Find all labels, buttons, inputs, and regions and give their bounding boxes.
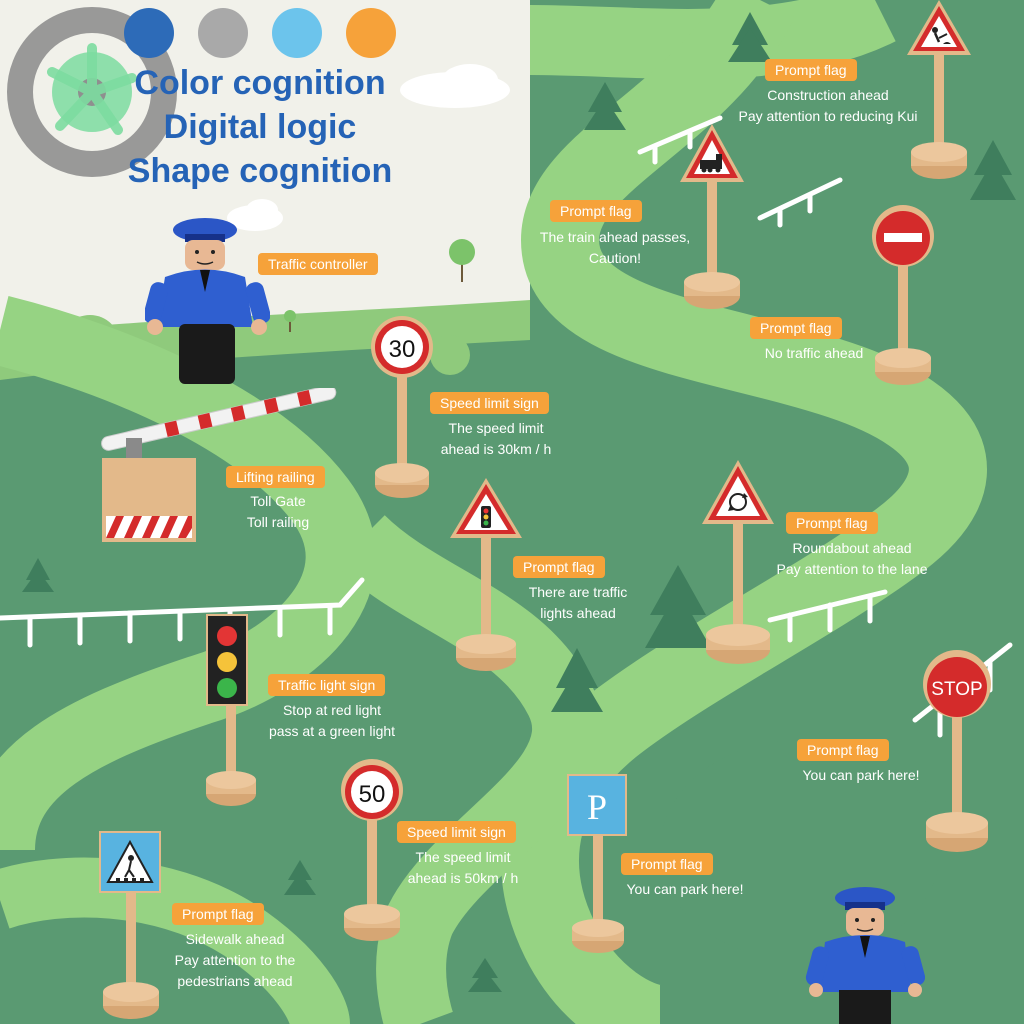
label-traffic-lights-flag: Prompt flag (513, 556, 605, 578)
label-lifting-railing: Lifting railing (226, 466, 325, 488)
desc-sidewalk-flag: Sidewalk ahead Pay attention to the pede… (174, 931, 296, 989)
speed-limit-50-sign: 50 (338, 756, 406, 946)
title-color-cognition: Color cognition (134, 64, 386, 102)
label-traffic-controller: Traffic controller (258, 253, 378, 275)
lifting-railing-toy (98, 388, 343, 548)
label-traffic-light-sign: Traffic light sign (268, 674, 386, 696)
desc-train-flag: The train ahead passes, Caution! (539, 229, 691, 266)
color-dot-orange (346, 8, 396, 58)
desc-stop-park-flag: You can park here! (802, 767, 920, 783)
desc-traffic-lights-flag: There are traffic lights ahead (528, 584, 628, 621)
desc-traffic-light-sign: Stop at red light pass at a green light (268, 702, 396, 739)
wrench-gear-icon (7, 7, 177, 177)
traffic-light-toy (200, 612, 262, 810)
title-digital-logic: Digital logic (163, 108, 357, 146)
sidewalk-sign (98, 830, 164, 1024)
label-construction-flag: Prompt flag (765, 59, 857, 81)
label-sidewalk-flag: Prompt flag (172, 903, 264, 925)
desc-speed-limit-50: The speed limit ahead is 50km / h (407, 849, 519, 886)
desc-construction-flag: Construction ahead Pay attention to redu… (738, 87, 918, 124)
label-train-flag: Prompt flag (550, 200, 642, 222)
no-entry-sign (870, 204, 936, 390)
stop-text: STOP (931, 679, 982, 700)
parking-p-text: P (587, 787, 607, 827)
label-speed-limit-50: Speed limit sign (397, 821, 516, 843)
label-roundabout-flag: Prompt flag (786, 512, 878, 534)
desc-lifting-railing: Toll Gate Toll railing (246, 493, 310, 530)
stop-sign: STOP (920, 650, 994, 856)
parking-sign-middle: P (566, 773, 630, 957)
traffic-controller-figure (145, 212, 270, 387)
speed-50-text: 50 (359, 781, 386, 808)
speed-30-text: 30 (389, 336, 416, 363)
title-shape-cognition: Shape cognition (127, 152, 393, 190)
label-speed-limit-30: Speed limit sign (430, 392, 549, 414)
label-no-traffic-flag: Prompt flag (750, 317, 842, 339)
label-parking-flag-middle: Prompt flag (621, 853, 713, 875)
desc-speed-limit-30: The speed limit ahead is 30km / h (440, 420, 552, 457)
desc-no-traffic-flag: No traffic ahead (764, 345, 864, 361)
color-dot-blue (124, 8, 174, 58)
roundabout-sign (700, 460, 776, 668)
label-stop-park-flag: Prompt flag (797, 739, 889, 761)
color-dot-grey (198, 8, 248, 58)
color-dot-lightblue (272, 8, 322, 58)
desc-parking-flag-middle: You can park here! (626, 881, 744, 897)
desc-roundabout-flag: Roundabout ahead Pay attention to the la… (776, 540, 928, 577)
train-crossing-sign (678, 122, 746, 314)
traffic-lights-ahead-sign (448, 476, 524, 676)
speed-limit-30-sign: 30 (368, 313, 436, 503)
traffic-controller-figure-bottom (805, 882, 925, 1024)
construction-sign (905, 0, 973, 185)
